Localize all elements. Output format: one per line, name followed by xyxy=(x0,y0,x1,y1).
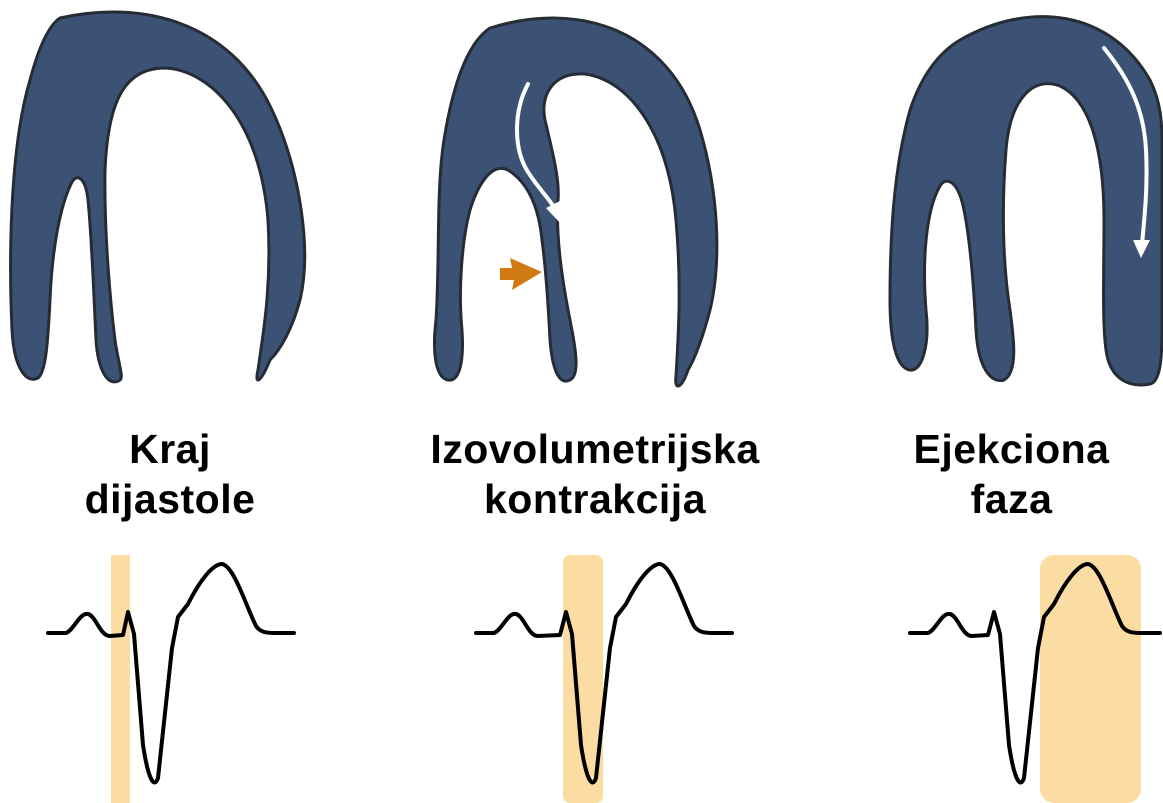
ecg-highlight-end-diastole xyxy=(111,555,130,803)
ecg-trace xyxy=(48,564,294,783)
panel-ejection: Ejekciona faza xyxy=(860,0,1163,803)
ecg-highlight-ejection xyxy=(1040,555,1141,803)
phase-label-line2: kontrakcija xyxy=(395,474,795,524)
panel-end-diastole: Kraj dijastole xyxy=(0,0,390,803)
phase-label-ejection: Ejekciona faza xyxy=(860,424,1163,524)
phase-label-line1: Ejekciona xyxy=(860,424,1163,474)
phase-label-line2: faza xyxy=(860,474,1163,524)
phase-label-line1: Izovolumetrijska xyxy=(395,424,795,474)
panel-isovolumetric-contraction: Izovolumetrijska kontrakcija xyxy=(400,0,790,803)
left-ventricle-shape xyxy=(11,12,305,382)
panel-1-graphic xyxy=(0,0,390,803)
phase-label-line2: dijastole xyxy=(20,474,320,524)
phase-label-end-diastole: Kraj dijastole xyxy=(20,424,320,524)
phase-label-line1: Kraj xyxy=(20,424,320,474)
panel-2-graphic xyxy=(400,0,790,803)
phase-label-isovolumetric: Izovolumetrijska kontrakcija xyxy=(395,424,795,524)
ecg-trace xyxy=(476,564,732,783)
left-ventricle-shape xyxy=(435,18,717,386)
wall-motion-arrow xyxy=(500,258,542,290)
panel-3-graphic xyxy=(860,0,1163,803)
